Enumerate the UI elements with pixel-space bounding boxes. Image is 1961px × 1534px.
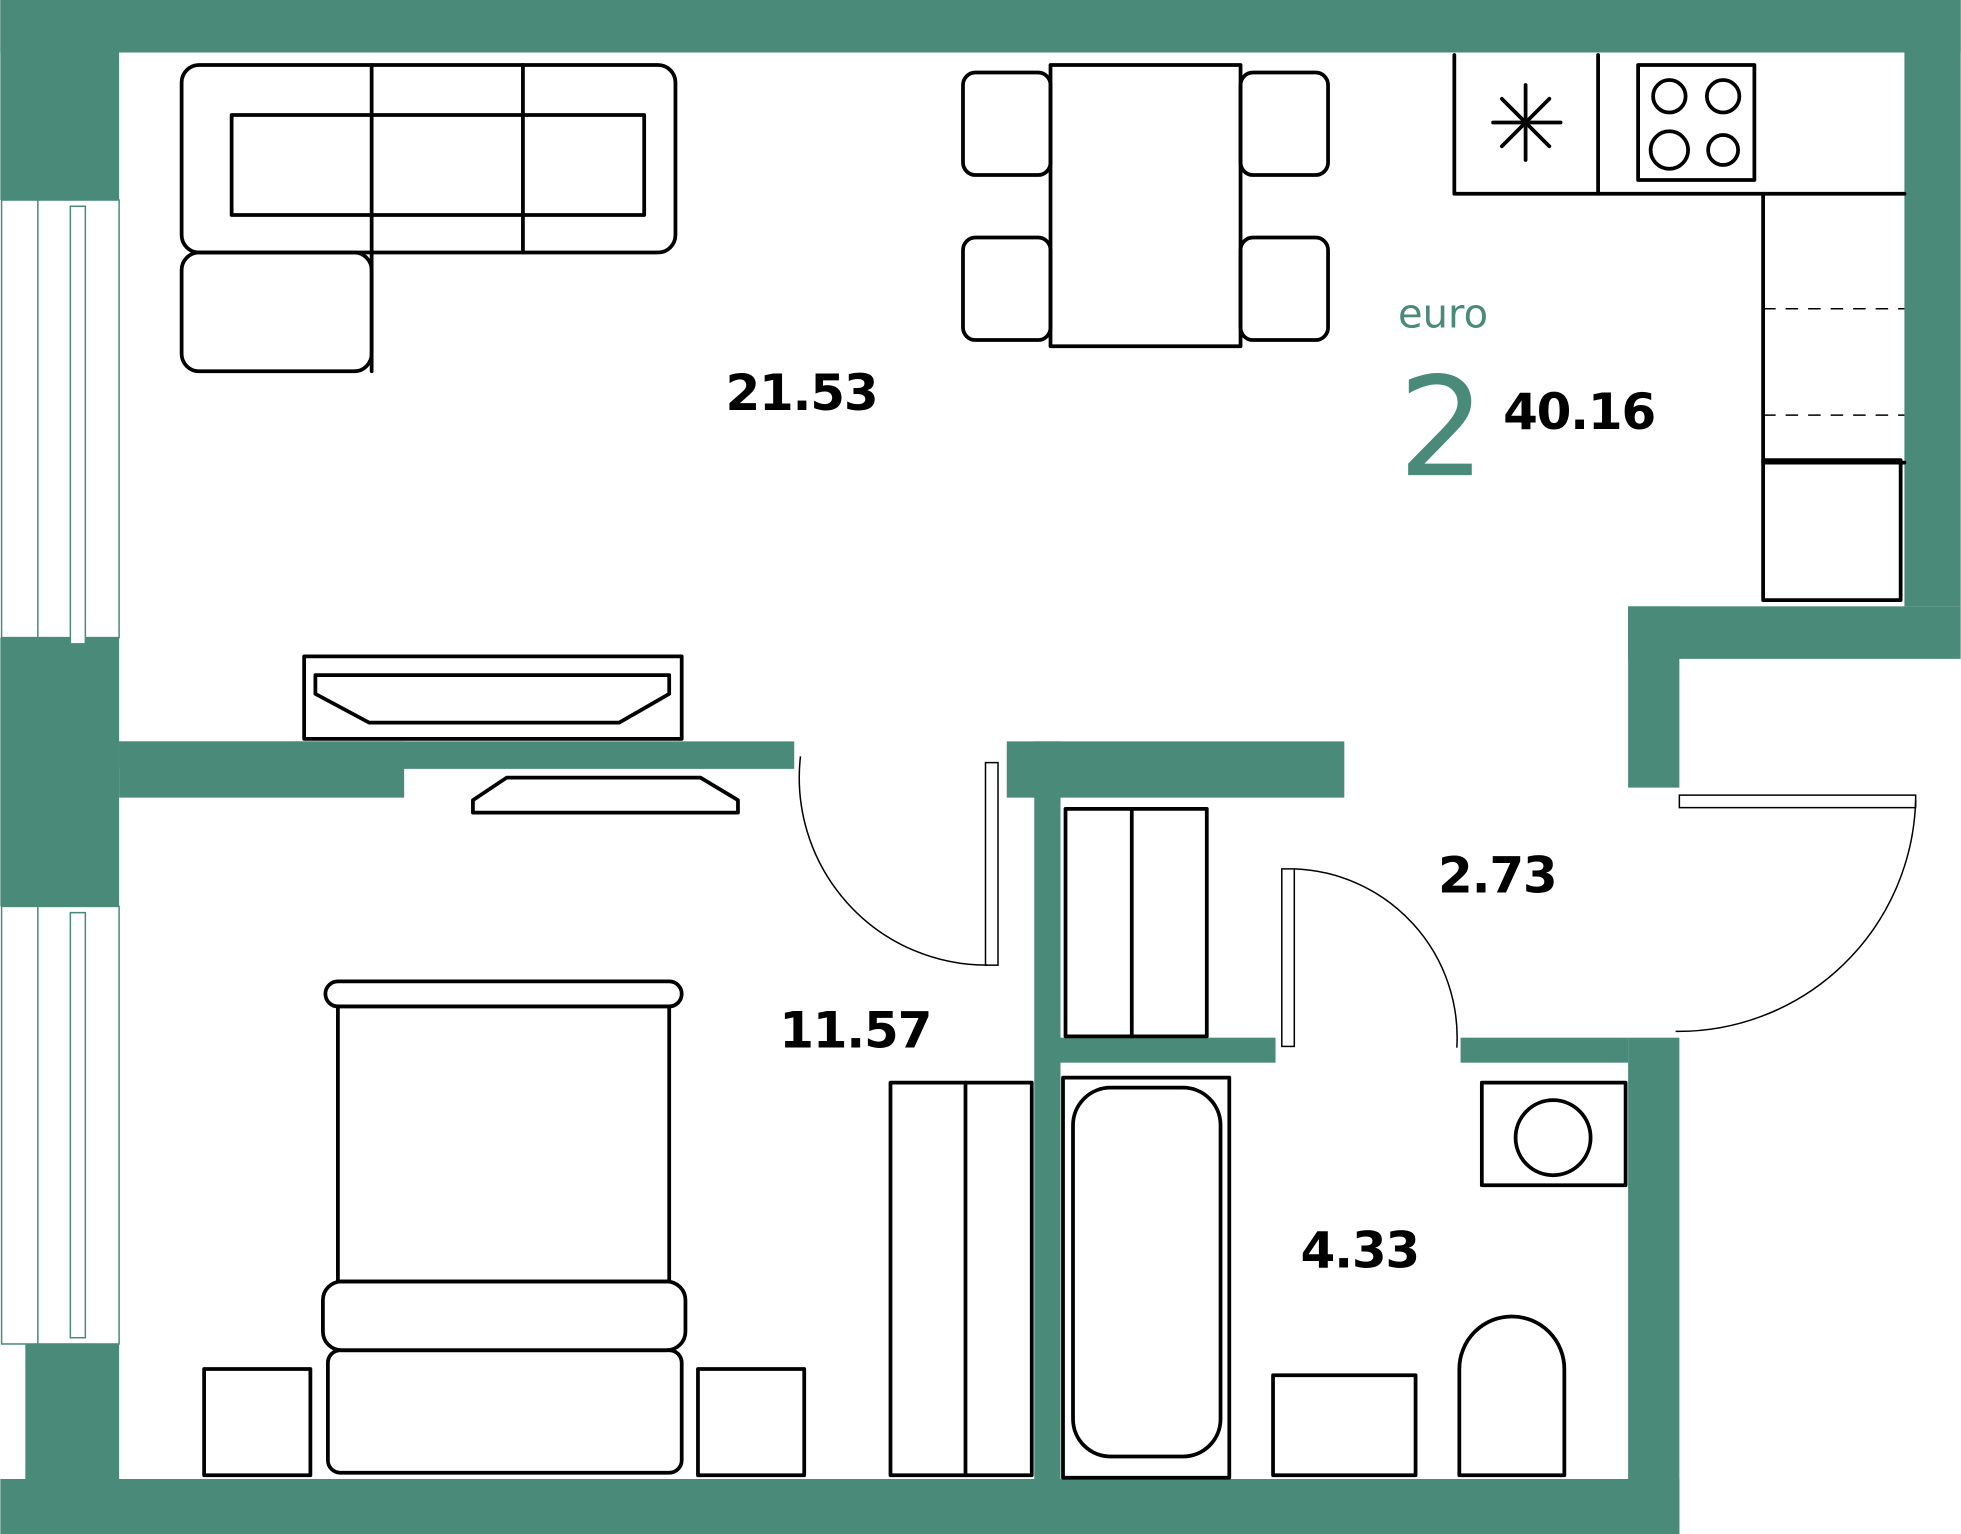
total-area: 40.16 <box>1503 383 1655 441</box>
sink <box>1271 1373 1418 1478</box>
window-bedroom <box>0 905 120 1345</box>
tv <box>471 775 740 815</box>
currency-label: euro <box>1398 292 1488 338</box>
wardrobe-bedroom <box>888 1080 1034 1478</box>
toilet <box>1457 1314 1567 1478</box>
bed <box>202 979 807 1478</box>
dining-table <box>961 63 1330 349</box>
fridge-snowflake-icon <box>1491 83 1563 162</box>
window-living <box>0 199 120 645</box>
area-bedroom: 11.57 <box>779 1002 931 1060</box>
rooms-count: 2 <box>1398 348 1486 508</box>
tv-stand <box>302 654 684 741</box>
washing-machine <box>1479 1080 1628 1188</box>
area-living-kitchen: 21.53 <box>725 364 877 422</box>
kitchen-counter <box>1452 53 1907 602</box>
sofa <box>179 63 678 374</box>
bathtub <box>1061 1075 1232 1480</box>
area-hallway: 2.73 <box>1438 847 1556 905</box>
area-bathroom: 4.33 <box>1301 1222 1419 1280</box>
wardrobe-hall <box>1063 807 1209 1039</box>
doors <box>798 756 1917 1048</box>
